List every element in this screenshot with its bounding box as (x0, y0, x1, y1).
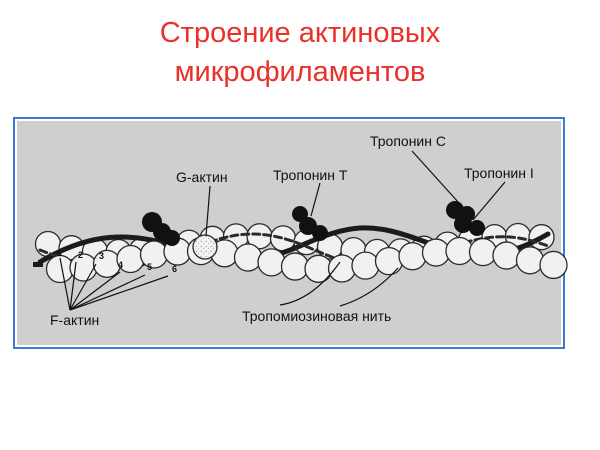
monomer-number: 5 (147, 262, 152, 272)
monomer-number: 2 (78, 250, 83, 260)
pointer-troponin-t (310, 182, 321, 217)
actin-bead-front (92, 249, 122, 278)
pointer-g-actin (205, 185, 211, 237)
pointer-troponin-i (472, 181, 506, 221)
troponin-complex-left (142, 212, 180, 246)
monomer-number: 4 (118, 260, 123, 270)
label-troponin-i: Тропонин I (464, 165, 534, 181)
actin-bead-front (233, 243, 263, 272)
g-actin-monomer (192, 234, 218, 260)
title-line-1: Строение актиновых (159, 17, 441, 49)
pointer-tropomyosin-1 (279, 261, 341, 306)
actin-bead-front (327, 254, 357, 283)
actin-bead-front (374, 246, 404, 276)
pointer-f-actin-1 (59, 257, 71, 311)
pointer-f-actin-4 (69, 271, 121, 311)
monomer-number: 6 (172, 264, 177, 274)
label-g-actin: G-актин (176, 169, 228, 185)
actin-bead-front (280, 252, 310, 281)
label-troponin-c: Тропонин C (370, 133, 446, 149)
monomer-numbers: 1 2 3 4 5 6 (57, 248, 177, 274)
monomer-number: 1 (57, 248, 62, 258)
label-troponin-t: Тропонин T (273, 167, 348, 183)
troponin-complex-middle (292, 206, 328, 241)
label-tropomyosin: Тропомиозиновая нить (242, 308, 391, 324)
title-line-2: микрофиламентов (174, 56, 426, 88)
pointer-f-actin-3 (69, 263, 97, 311)
pointer-f-actin-6 (69, 275, 169, 311)
pointer-f-actin-2 (69, 261, 77, 311)
actin-bead-front (539, 250, 568, 280)
pointer-troponin-c (411, 150, 460, 204)
actin-bead-front (351, 251, 380, 280)
slide-title: Строение актиновых микрофиламентов (0, 14, 600, 92)
troponin-complex-right (446, 201, 485, 236)
actin-beads-front (45, 236, 568, 284)
actin-bead-front (398, 242, 427, 271)
actin-bead-front (515, 246, 545, 275)
actin-bead-front (468, 237, 498, 267)
actin-bead-front (257, 248, 286, 277)
pointer-f-actin-5 (69, 274, 146, 311)
pointer-tropomyosin-2 (339, 267, 399, 307)
actin-bead-front (139, 240, 169, 269)
filament-end-stub (33, 262, 43, 267)
monomer-number: 3 (99, 251, 104, 261)
label-f-actin: F-актин (50, 312, 99, 328)
actin-bead-front (492, 241, 521, 270)
